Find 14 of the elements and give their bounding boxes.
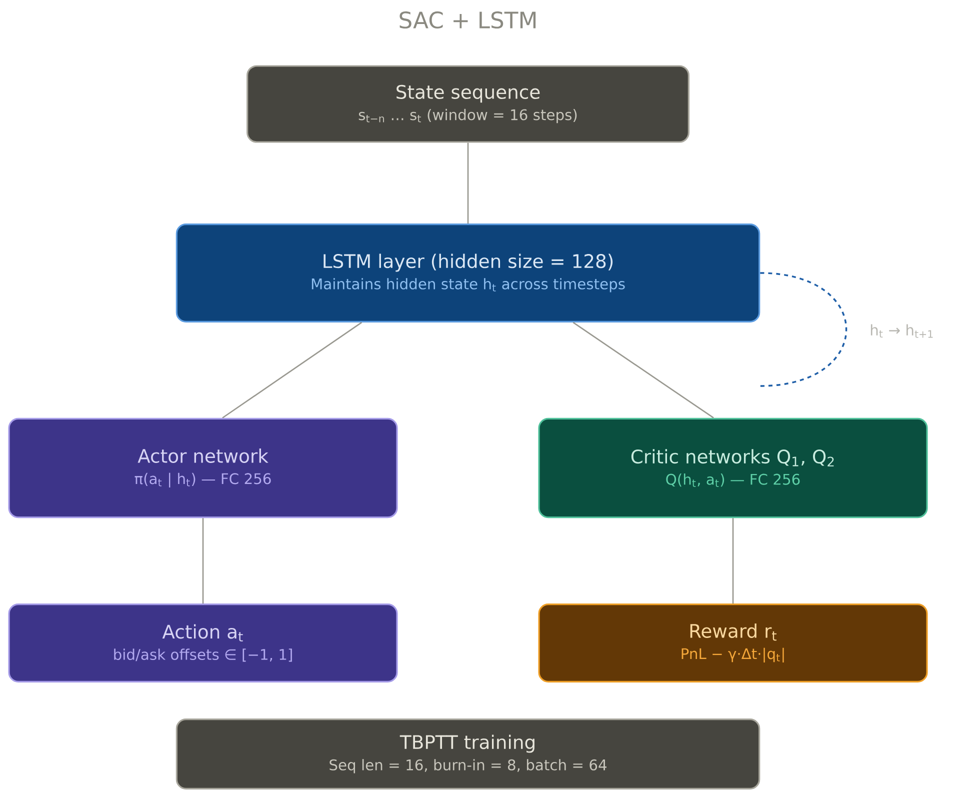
- connector-line: [572, 322, 714, 418]
- network-box: TBPTT training Seq len = 16, burn-in = 8, batch = 64: [176, 718, 760, 790]
- title: SAC + LSTM: [400, 11, 536, 29]
- network-box: Reward r$_{t}$ PnL − γ·Δt·|q$_{t}$|: [538, 604, 928, 682]
- network-box: LSTM layer (hidden size = 128) Maintains hidden state h$_{t}$ across timesteps: [176, 224, 760, 322]
- connector-line: [467, 142, 469, 224]
- edge-label: h$_{t}$ → h$_{t+1}$: [870, 324, 933, 338]
- connector-line: [732, 518, 734, 604]
- network-box: Actor network π(a$_{t}$ | h$_{t}$) — FC 256: [8, 418, 398, 518]
- network-box: Critic networks Q$_{1}$, Q$_{2}$ Q(h$_{t}$, a$_{t}$) — FC 256: [538, 418, 928, 518]
- connector-line: [222, 322, 362, 418]
- connector-line: [202, 518, 204, 604]
- network-box: Action a$_{t}$ bid/ask offsets ∈ [−1, 1]: [8, 604, 398, 682]
- network-box: State sequence s$_{t−n}$ … s$_{t}$ (window = 16 steps): [246, 65, 690, 143]
